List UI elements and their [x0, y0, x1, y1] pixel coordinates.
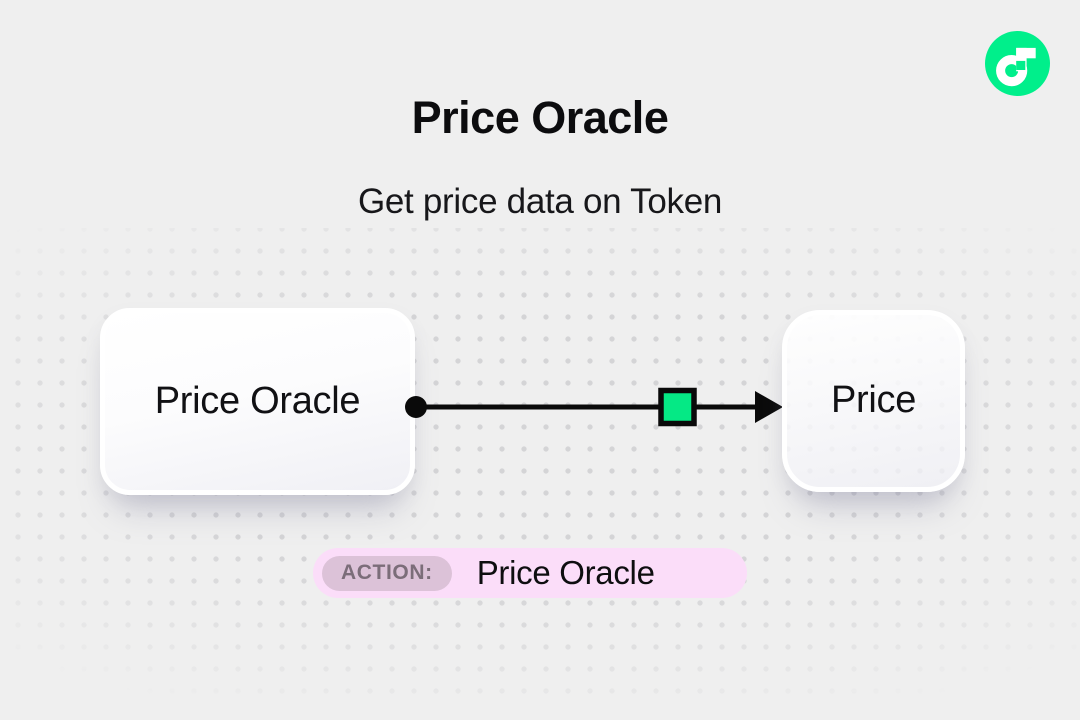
node-price-label: Price	[830, 379, 917, 422]
connector-arrowhead-icon	[755, 391, 783, 423]
node-price: Price	[782, 310, 965, 492]
action-pill: ACTION: Price Oracle	[313, 548, 747, 598]
connector-marker-square	[658, 387, 697, 427]
flow-logo-icon	[985, 31, 1050, 96]
action-value: Price Oracle	[476, 554, 655, 591]
node-price-oracle: Price Oracle	[100, 308, 415, 495]
connector-arrow	[405, 387, 783, 427]
page-subtitle: Get price data on Token	[357, 182, 723, 221]
action-badge: ACTION:	[322, 555, 452, 591]
connector-start-dot	[405, 396, 427, 418]
node-price-oracle-label: Price Oracle	[154, 379, 361, 422]
flow-logo-glyph	[996, 47, 1036, 87]
page-title: Price Oracle	[411, 92, 669, 144]
